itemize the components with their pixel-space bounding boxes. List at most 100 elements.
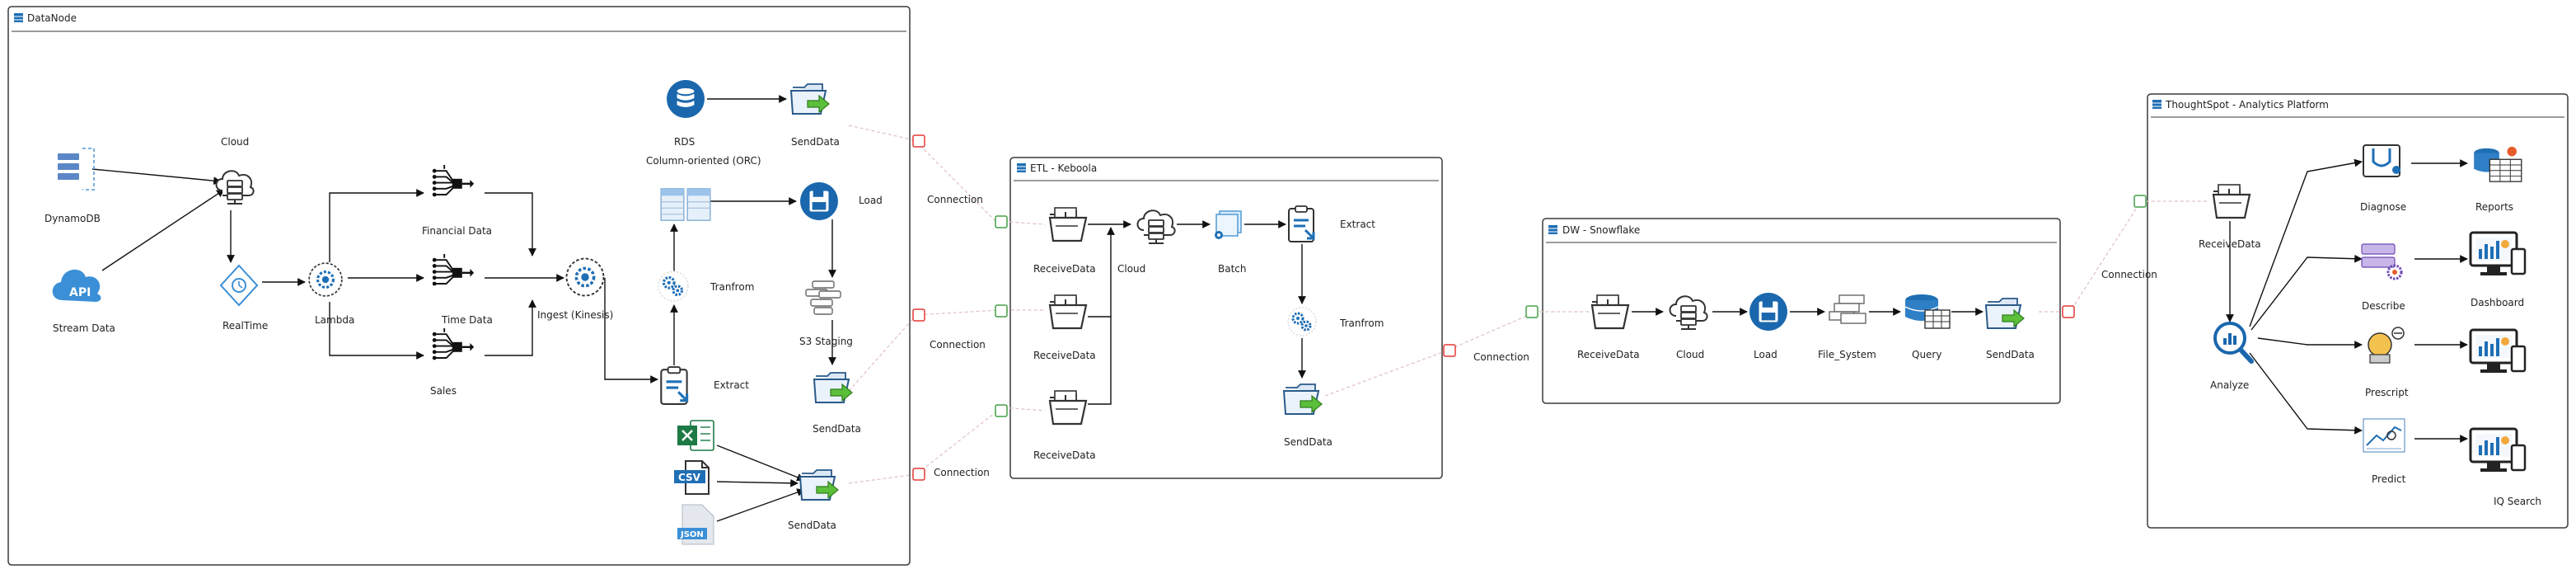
node-label: RDS: [674, 136, 695, 148]
node-dw-query[interactable]: Query: [1904, 294, 1951, 360]
node-label: File_System: [1818, 349, 1876, 360]
node-tranfrom[interactable]: Tranfrom: [657, 270, 754, 303]
stethoscope-icon: [2363, 144, 2400, 177]
connection-label[interactable]: Connection: [2101, 269, 2157, 280]
node-csv[interactable]: CSV: [674, 459, 710, 496]
node-etl-receive-3[interactable]: ReceiveData: [1033, 389, 1096, 461]
database-icon: [1017, 163, 1026, 172]
node-etl-extract[interactable]: Extract: [1287, 205, 1375, 243]
node-senddata-files[interactable]: SendData: [788, 468, 840, 531]
node-dw-receive[interactable]: ReceiveData: [1577, 294, 1640, 360]
node-orc[interactable]: Column-oriented (ORC): [646, 155, 761, 221]
node-lambda[interactable]: Lambda: [307, 261, 354, 326]
connection-label[interactable]: Connection: [1473, 351, 1529, 363]
connection-label[interactable]: Connection: [934, 467, 990, 478]
node-dw-fs[interactable]: File_System: [1818, 294, 1876, 360]
node-label: RealTime: [222, 320, 268, 332]
node-label: Financial Data: [422, 225, 492, 237]
node-label: Load: [1754, 349, 1777, 360]
node-label: Diagnose: [2360, 201, 2406, 213]
node-load[interactable]: Load: [800, 182, 883, 220]
node-label: ReceiveData: [1577, 349, 1640, 360]
node-label: SendData: [788, 520, 836, 531]
database-icon: [2152, 100, 2161, 109]
group-frame: [1009, 157, 1443, 479]
node-ts-receive[interactable]: ReceiveData: [2199, 183, 2261, 250]
node-label: Reports: [2475, 201, 2513, 213]
node-etl-receive-2[interactable]: ReceiveData: [1033, 294, 1096, 361]
node-etl-cloud[interactable]: Cloud: [1117, 209, 1176, 275]
node-ts-dashboard[interactable]: Dashboard: [2469, 231, 2527, 308]
node-etl-senddata[interactable]: SendData: [1283, 383, 1332, 448]
group-etl[interactable]: ETL - Keboola: [1009, 157, 1443, 479]
node-label: Extract: [1340, 219, 1375, 230]
node-ts-describe[interactable]: Describe: [2361, 243, 2405, 312]
node-json[interactable]: JSON: [677, 504, 714, 545]
connection-label[interactable]: Connection: [930, 339, 986, 351]
node-s3[interactable]: S3 Staging: [799, 280, 853, 347]
node-ts-reports[interactable]: Reports: [2473, 146, 2522, 213]
node-ingest[interactable]: Ingest (Kinesis): [537, 256, 613, 321]
csv-file-icon: CSV: [674, 459, 710, 496]
group-title: DataNode: [27, 12, 77, 24]
node-extract[interactable]: Extract: [659, 366, 749, 406]
analyze-magnifier-icon: [2213, 322, 2254, 364]
node-label: Time Data: [441, 314, 493, 326]
connection-label[interactable]: Connection: [927, 194, 983, 205]
describe-icon: [2361, 243, 2403, 280]
gears-icon: [657, 270, 690, 303]
group-dw[interactable]: DW - Snowflake: [1542, 218, 2061, 404]
node-label: Analyze: [2210, 379, 2249, 391]
node-label: SendData: [1284, 436, 1332, 448]
node-label: Ingest (Kinesis): [537, 309, 613, 321]
predict-chart-icon: [2363, 418, 2405, 453]
node-excel[interactable]: [677, 420, 714, 451]
group-datanode[interactable]: DataNode: [7, 6, 911, 566]
group-frame: [2147, 93, 2569, 529]
group-thoughtspot[interactable]: ThoughtSpot - Analytics Platform: [2147, 93, 2569, 529]
node-ts-diagnose[interactable]: Diagnose: [2360, 144, 2406, 213]
node-ts-analyze[interactable]: Analyze: [2210, 322, 2254, 391]
node-dw-cloud[interactable]: Cloud: [1669, 295, 1708, 360]
csv-text: CSV: [678, 472, 701, 483]
node-ts-predict[interactable]: Predict: [2363, 418, 2406, 485]
node-label: ReceiveData: [2199, 238, 2261, 250]
node-label: Sales: [430, 385, 457, 397]
node-label: Lambda: [315, 314, 354, 326]
ingest-gear-icon: [564, 256, 606, 298]
node-ts-iq-search[interactable]: IQ Search: [2469, 427, 2541, 507]
node-dw-senddata[interactable]: SendData: [1985, 298, 2035, 360]
node-senddata-s3[interactable]: SendData: [813, 372, 861, 435]
node-etl-receive-1[interactable]: ReceiveData: [1033, 206, 1096, 275]
node-etl-tranfrom[interactable]: Tranfrom: [1286, 306, 1384, 337]
node-ts-prescript[interactable]: Prescript: [2365, 327, 2409, 398]
node-time[interactable]: Time Data: [431, 254, 493, 326]
node-sales[interactable]: Sales: [430, 328, 475, 397]
node-realtime[interactable]: RealTime: [219, 264, 268, 332]
node-cloud[interactable]: Cloud: [215, 136, 255, 205]
node-label: ReceiveData: [1033, 263, 1096, 275]
excel-icon: [677, 420, 714, 451]
node-label: SendData: [791, 136, 840, 148]
group-title: ThoughtSpot - Analytics Platform: [2165, 99, 2329, 111]
node-dw-load[interactable]: Load: [1749, 293, 1787, 360]
group-frame: [7, 6, 911, 566]
node-dynamodb[interactable]: DynamoDB: [44, 148, 101, 224]
datanode-edges: [91, 95, 836, 522]
node-label: IQ Search: [2494, 496, 2541, 507]
dynamodb-icon: [58, 148, 95, 191]
database-icon: [1548, 225, 1557, 234]
prescript-icon: [2368, 327, 2405, 364]
node-etl-batch[interactable]: Batch: [1214, 210, 1247, 275]
node-financial[interactable]: Financial Data: [422, 165, 492, 237]
clipboard-icon: [659, 366, 689, 406]
etl-edges: [1088, 220, 1306, 405]
node-rds[interactable]: RDS: [667, 80, 705, 148]
floppy-icon: [800, 182, 838, 220]
connection-ports: [912, 134, 2147, 481]
node-label: ReceiveData: [1033, 350, 1096, 361]
node-senddata-rds[interactable]: SendData: [790, 83, 840, 148]
node-stream-data[interactable]: API Stream Data: [52, 269, 115, 334]
node-label: SendData: [1986, 349, 2035, 360]
